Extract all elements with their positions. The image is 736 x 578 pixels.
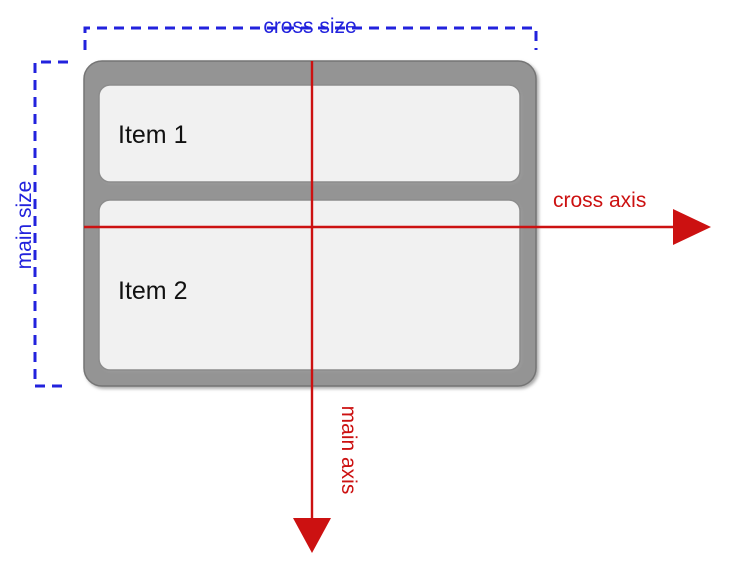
cross-size-label: cross size [263, 15, 356, 38]
cross-size-bracket [83, 26, 538, 50]
main-axis-arrowhead-icon [293, 518, 331, 553]
cross-size-bracket-path [83, 26, 538, 50]
main-size-bracket [33, 60, 68, 388]
flex-item-1: Item 1 [98, 84, 521, 183]
main-axis-label: main axis [337, 406, 360, 495]
main-size-label: main size [13, 181, 36, 270]
flex-item-1-box [98, 84, 521, 183]
flex-item-2-label: Item 2 [118, 277, 187, 305]
cross-axis-label: cross axis [553, 189, 646, 212]
flex-item-2-box [98, 199, 521, 371]
flex-item-2: Item 2 [98, 199, 521, 371]
flex-item-1-label: Item 1 [118, 121, 187, 149]
main-axis-arrow [293, 61, 331, 553]
cross-axis-arrowhead-icon [673, 209, 711, 245]
cross-axis-arrow [84, 209, 711, 245]
main-size-bracket-path [33, 60, 68, 388]
